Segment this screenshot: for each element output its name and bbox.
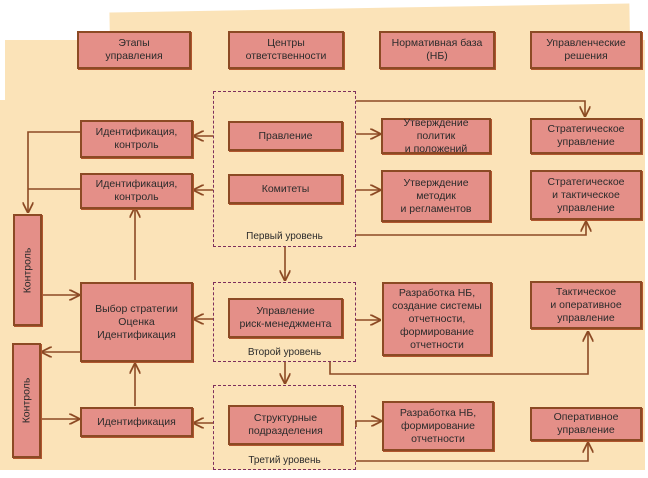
header-normative: Нормативная база (НБ): [379, 31, 495, 69]
nb-reporting-system-box: Разработка НБ, создание системы отчетнос…: [382, 282, 492, 356]
control-box-2: Контроль: [12, 343, 41, 458]
board-box: Правление: [228, 121, 343, 151]
ident-control-box-1: Идентификация, контроль: [80, 120, 193, 158]
arrow-level1-to-strategic-tactical: [356, 222, 586, 236]
committees-box: Комитеты: [228, 174, 343, 204]
nb-reporting-box: Разработка НБ, формирование отчетности: [382, 401, 494, 451]
third-level-label: Третий уровень: [248, 455, 321, 466]
arrow-level3-to-nb: [355, 421, 381, 427]
header-stages: Этапы управления: [77, 31, 191, 69]
control-box-1: Контроль: [13, 214, 42, 326]
strategy-box: Выбор стратегии Оценка Идентификация: [80, 282, 193, 362]
strategic-management-box: Стратегическое управление: [530, 118, 642, 154]
risk-management-box: Управление риск-менеджмента: [228, 298, 343, 338]
first-level-label: Первый уровень: [246, 231, 323, 242]
background-paper: [5, 40, 645, 470]
ident-control-box-2: Идентификация, контроль: [80, 173, 193, 209]
second-level-frame: [213, 282, 356, 362]
arrow-level3-to-operational: [356, 443, 588, 462]
methods-box: Утверждение методик и регламентов: [381, 170, 491, 222]
header-decisions: Управленческие решения: [530, 31, 642, 69]
control-label-2: Контроль: [20, 377, 33, 424]
header-centers: Центры ответственности: [228, 31, 344, 69]
tactical-operational-box: Тактическое и оперативное управление: [530, 281, 642, 329]
identification-box: Идентификация: [80, 407, 193, 437]
policies-box: Утверждение политик и положений: [381, 117, 491, 155]
arrow-level1-to-strategic: [356, 100, 585, 116]
arrow-level2-to-tactical: [329, 332, 588, 375]
strategic-tactical-box: Стратегическое и тактическое управление: [530, 170, 642, 220]
first-level-frame: [213, 91, 356, 247]
second-level-label: Второй уровень: [247, 347, 322, 358]
line-ident-to-control1: [28, 131, 80, 212]
third-level-frame: [213, 385, 356, 470]
operational-management-box: Оперативное управление: [530, 407, 642, 441]
structural-units-box: Структурные подразделения: [228, 405, 343, 445]
control-label-1: Контроль: [21, 247, 34, 293]
